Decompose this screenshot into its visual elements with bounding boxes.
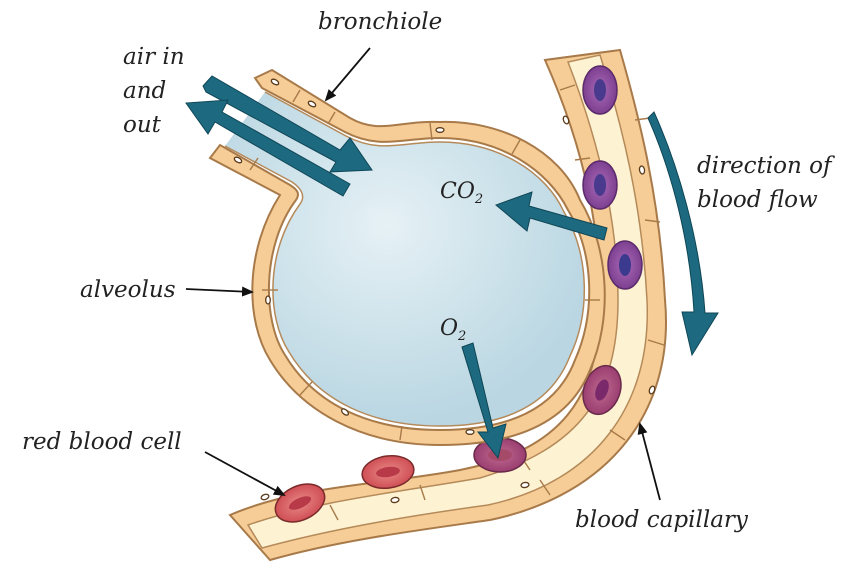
co2-label: CO2 (440, 179, 483, 207)
rbc-1 (582, 65, 618, 115)
alveolus-pointer (185, 286, 254, 297)
air-label-line2: and (123, 78, 166, 104)
pointer-lines (185, 47, 661, 501)
o2-label-main: O (440, 316, 458, 341)
blood-flow-arrow (647, 111, 719, 357)
direction-label-line1: direction of (697, 153, 835, 179)
red-blood-cell-label: red blood cell (22, 429, 182, 455)
rbc-4 (582, 364, 622, 416)
direction-label-line2: blood flow (697, 187, 818, 213)
air-in-arrow (202, 75, 373, 173)
air-label-line1: air in (123, 44, 185, 70)
rbc-6 (361, 454, 415, 490)
bronchiole-pointer (324, 47, 371, 102)
bronchiole-label: bronchiole (318, 9, 442, 35)
co2-arrow (495, 191, 608, 241)
o2-label: O2 (440, 316, 466, 344)
rbc-2 (582, 160, 618, 210)
o2-label-sub: 2 (457, 329, 466, 344)
air-label-line3: out (123, 112, 162, 138)
alveolus-air (224, 91, 586, 427)
alveolus-label: alveolus (80, 277, 176, 303)
rbc-pointer (204, 451, 286, 496)
air-out-arrow (185, 99, 351, 197)
rbc-3 (607, 240, 643, 290)
co2-label-main: CO (440, 179, 475, 204)
red-blood-cells (274, 65, 643, 523)
co2-label-sub: 2 (474, 192, 483, 207)
blood-capillary-label: blood capillary (575, 507, 749, 533)
rbc-7 (274, 483, 326, 523)
capillary-pointer (637, 422, 661, 501)
o2-arrow (461, 342, 507, 460)
